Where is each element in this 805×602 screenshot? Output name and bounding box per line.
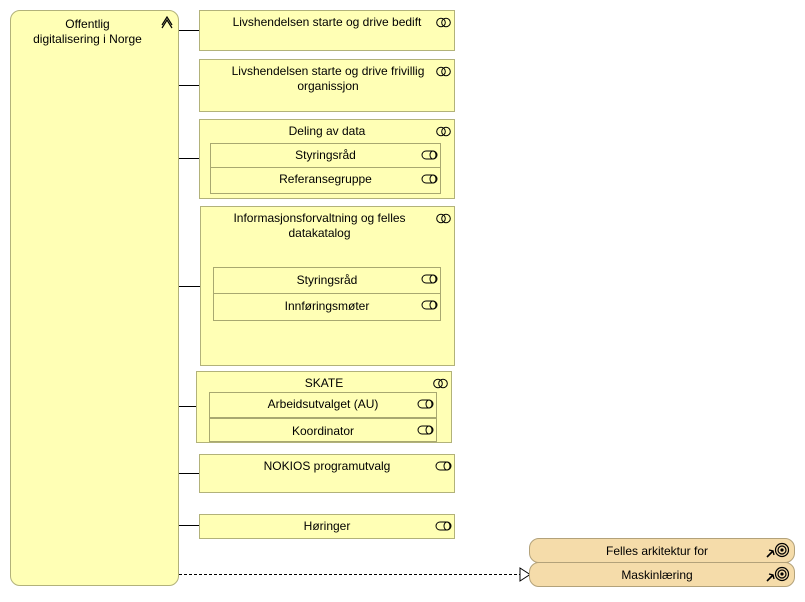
item-label: Informasjonsforvaltning og felles dataka… [233,211,406,240]
goal-icon [766,542,790,558]
goal-icon [766,566,790,582]
item-label: Livshendelsen starte og drive frivillig … [231,64,425,93]
role-icon [421,300,438,310]
role-icon [417,399,434,409]
item-label: Høringer [303,519,351,533]
role-styringsrad[interactable]: Styringsråd [213,267,441,294]
collaboration-junction-icon [161,16,173,29]
item-horinger[interactable]: Høringer [199,514,455,539]
collaboration-icon [433,378,448,389]
root-collaboration[interactable]: Offentlig digitalisering i Norge [10,10,179,586]
collaboration-icon [436,213,451,224]
item-label: Livshendelsen starte og drive bedift [232,15,422,29]
collaboration-icon [436,126,451,137]
realization-arrowhead [519,567,531,582]
collaboration-icon [436,17,451,28]
role-styringsrad[interactable]: Styringsråd [210,143,441,168]
root-label: Offentlig digitalisering i Norge [33,17,142,46]
role-koordinator[interactable]: Koordinator [209,418,437,442]
item-label: NOKIOS programutvalg [263,459,391,473]
role-icon [421,174,438,184]
role-label: Styringsråd [295,148,356,162]
goal-label: Felles arkitektur for [605,544,709,558]
goal-maskinlaering[interactable]: Maskinlæring [529,562,795,587]
role-referansegruppe[interactable]: Referansegruppe [210,167,441,194]
role-icon [435,461,452,471]
item-deling-av-data[interactable]: Deling av data Styringsråd Referansegrup… [199,119,455,199]
role-arbeidsutvalget[interactable]: Arbeidsutvalget (AU) [209,392,437,418]
goal-felles-arkitektur[interactable]: Felles arkitektur for [529,538,795,563]
role-label: Referansegruppe [279,172,372,186]
collaboration-icon [436,66,451,77]
item-livshendelsen-frivillig[interactable]: Livshendelsen starte og drive frivillig … [199,59,455,112]
role-label: Styringsråd [296,273,358,287]
role-innforingsmoter[interactable]: Innføringsmøter [213,293,441,321]
role-label: Koordinator [291,424,355,438]
item-livshendelsen-bedrift[interactable]: Livshendelsen starte og drive bedift [199,10,455,51]
item-label: SKATE [304,376,344,390]
role-icon [417,425,434,435]
role-icon [421,274,438,284]
item-informasjonsforvaltning[interactable]: Informasjonsforvaltning og felles dataka… [200,206,455,366]
item-label: Deling av data [288,124,366,138]
role-label: Innføringsmøter [284,299,370,313]
item-skate[interactable]: SKATE Arbeidsutvalget (AU) Koordinator [196,371,452,443]
role-label: Arbeidsutvalget (AU) [267,397,379,411]
role-icon [421,150,438,160]
role-icon [435,521,452,531]
goal-label: Maskinlæring [621,568,693,582]
item-nokios-programutvalg[interactable]: NOKIOS programutvalg [199,454,455,493]
